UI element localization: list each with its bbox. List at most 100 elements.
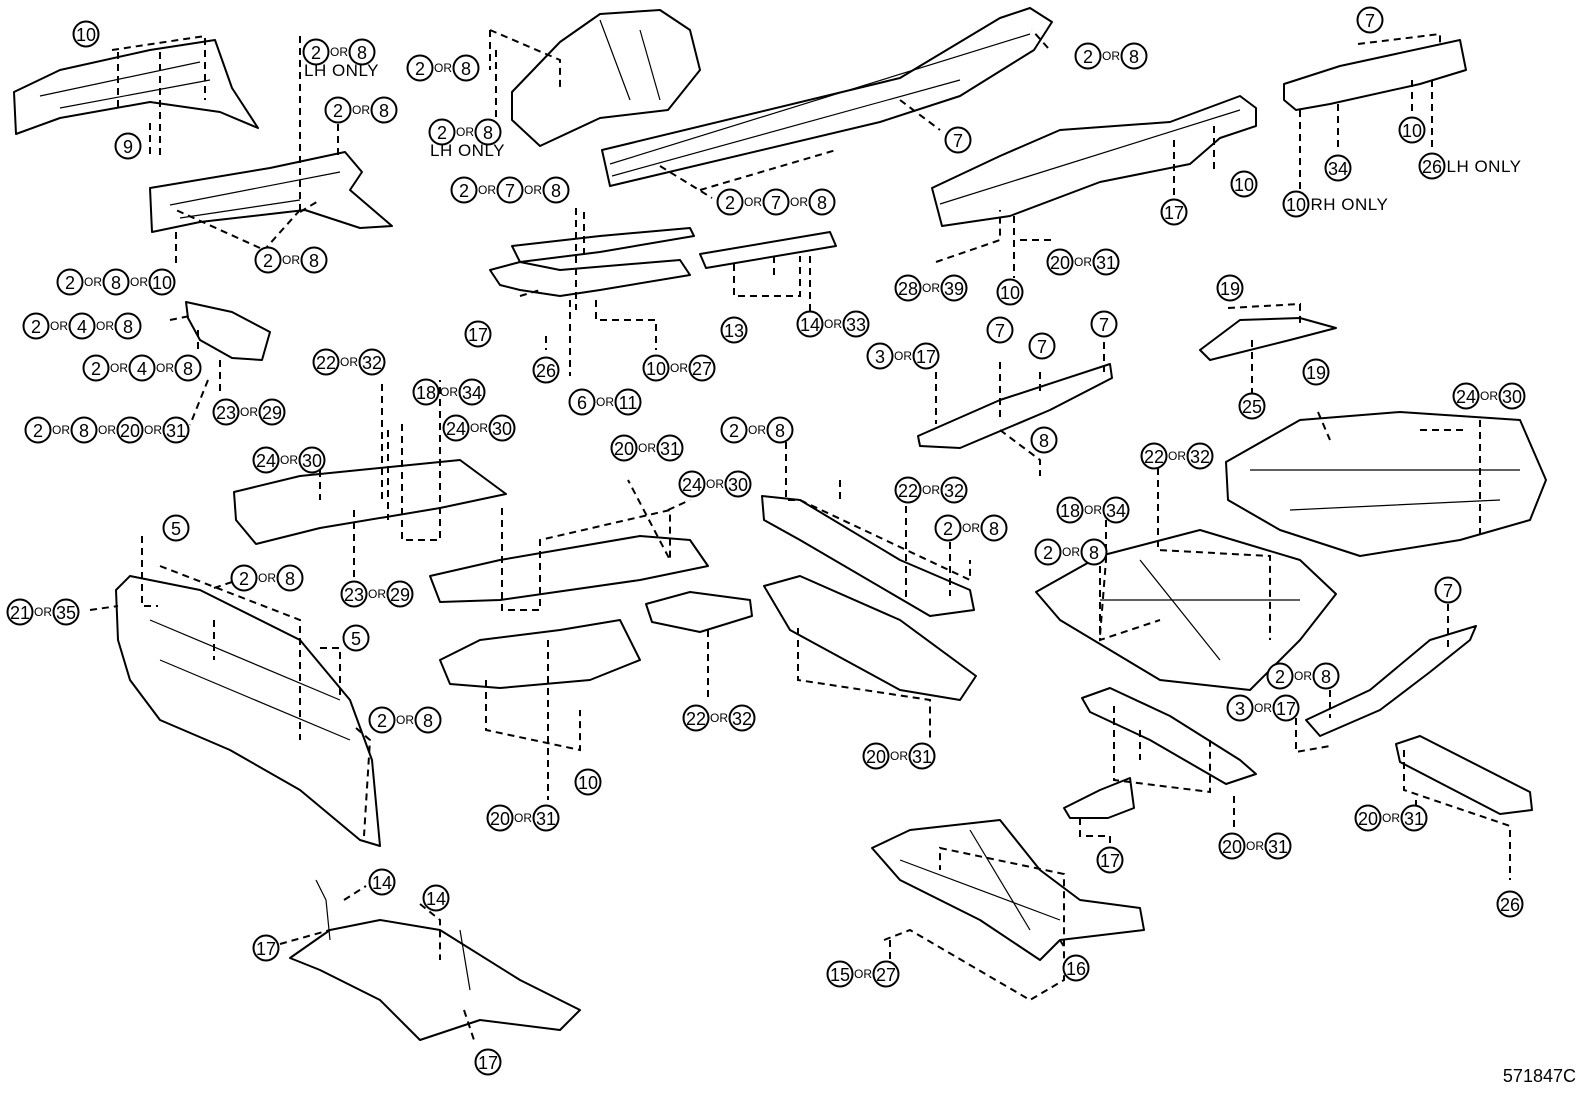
part-number: 2 <box>729 421 739 441</box>
part-number-circle <box>688 354 716 382</box>
part-number: 22 <box>686 709 706 729</box>
part-number-circle <box>212 398 240 426</box>
part-number-circle <box>862 742 890 770</box>
part-number: 8 <box>183 359 193 379</box>
part-number-circle <box>1046 248 1074 276</box>
part-number-circle <box>1266 662 1294 690</box>
part-number-circle <box>486 804 514 832</box>
part-number-circle <box>1272 694 1300 722</box>
or-connector: OR <box>748 423 766 437</box>
part-number: 2 <box>65 273 75 293</box>
part-number: 17 <box>1276 699 1296 719</box>
part-number-circle <box>1096 846 1124 874</box>
part-number-circle <box>128 354 156 382</box>
or-connector: OR <box>50 319 68 333</box>
part-number-circle <box>414 706 442 734</box>
part-number: 2 <box>1083 47 1093 67</box>
or-connector: OR <box>962 521 980 535</box>
part-number-circle <box>162 416 190 444</box>
part-number: 8 <box>309 251 319 271</box>
part-number: 32 <box>1190 447 1210 467</box>
part-rear-floor-center <box>1035 529 1337 691</box>
part-number-circle <box>342 624 370 652</box>
part-number-circle <box>1218 832 1246 860</box>
or-connector: OR <box>1102 49 1120 63</box>
part-number-circle <box>682 704 710 732</box>
part-rear-subframe <box>871 819 1145 961</box>
or-connector: OR <box>922 483 940 497</box>
part-number-circle <box>1230 170 1258 198</box>
callout-7: 7 <box>1434 576 1462 604</box>
part-number-circle <box>300 246 328 274</box>
part-number-circle <box>386 580 414 608</box>
part-number: 8 <box>1039 431 1049 451</box>
part-number: 18 <box>1060 501 1080 521</box>
or-connector: OR <box>670 361 688 375</box>
or-connector: OR <box>638 441 656 455</box>
callout-25: 25 <box>1238 392 1266 420</box>
or-connector: OR <box>368 587 386 601</box>
or-connector: OR <box>330 45 348 59</box>
callout-7: 7 <box>1090 310 1118 338</box>
part-number-circle <box>980 514 1008 542</box>
or-connector: OR <box>110 361 128 375</box>
part-number-circle <box>442 414 470 442</box>
part-number-circle <box>656 434 684 462</box>
part-number: 14 <box>426 889 446 909</box>
part-number-circle <box>574 768 602 796</box>
or-connector: OR <box>894 349 912 363</box>
or-connector: OR <box>1168 449 1186 463</box>
part-number: 31 <box>1096 253 1116 273</box>
or-connector: OR <box>258 571 276 585</box>
or-connector: OR <box>434 61 452 75</box>
part-number-circle <box>70 416 98 444</box>
part-number-circle <box>1434 576 1462 604</box>
or-connector: OR <box>340 355 358 369</box>
part-number: 17 <box>478 1053 498 1073</box>
or-connector: OR <box>790 195 808 209</box>
part-number: 34 <box>1328 159 1348 179</box>
part-number-circle <box>370 96 398 124</box>
part-number: 10 <box>578 773 598 793</box>
part-number-circle <box>1074 42 1102 70</box>
part-number-circle <box>488 414 516 442</box>
part-number-circle <box>766 416 794 444</box>
part-number-circle <box>796 310 824 338</box>
part-number-circle <box>1216 274 1244 302</box>
part-number-circle <box>724 470 752 498</box>
or-connector: OR <box>890 749 908 763</box>
part-number: 8 <box>817 193 827 213</box>
part-number-circle <box>986 316 1014 344</box>
or-connector: OR <box>98 423 116 437</box>
or-connector: OR <box>744 195 762 209</box>
part-number-circle <box>68 312 96 340</box>
part-number: 14 <box>372 873 392 893</box>
part-number-circle <box>252 934 280 962</box>
part-number-circle <box>940 274 968 302</box>
or-connector: OR <box>854 967 872 981</box>
part-number-circle <box>1186 442 1214 470</box>
part-number: 10 <box>1000 283 1020 303</box>
callout-7: 7 <box>986 316 1014 344</box>
part-number: 8 <box>357 43 367 63</box>
part-number-circle <box>258 398 286 426</box>
part-number: 22 <box>316 353 336 373</box>
part-rear-floor-pan <box>1225 411 1547 557</box>
or-connector: OR <box>1254 701 1272 715</box>
part-number-circle <box>324 96 352 124</box>
callout-17: 17 <box>1096 846 1124 874</box>
or-connector: OR <box>706 477 724 491</box>
part-number-circle <box>72 20 100 48</box>
part-number: 31 <box>166 421 186 441</box>
